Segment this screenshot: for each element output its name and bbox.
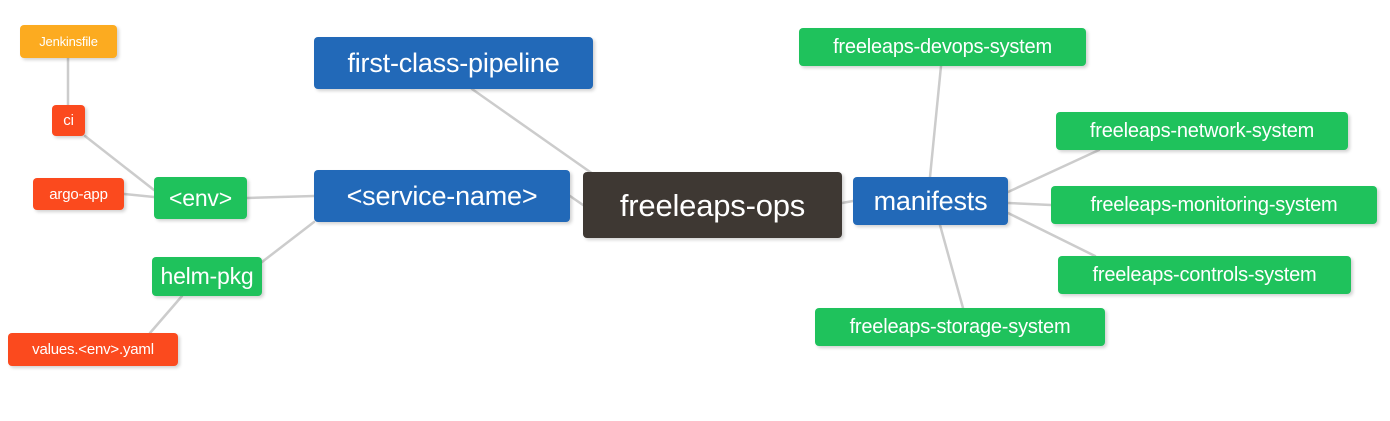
node-label-first-class: first-class-pipeline [347,47,560,78]
node-label-jenkinsfile: Jenkinsfile [39,34,98,49]
node-ci[interactable]: ci [52,105,85,136]
node-label-manifests: manifests [873,185,988,216]
node-label-service-name: <service-name> [346,180,538,211]
edge-helm-pkg-to-values-yaml [148,294,184,335]
node-argo-app[interactable]: argo-app [33,178,124,210]
node-storage-system[interactable]: freeleaps-storage-system [815,308,1105,346]
node-manifests[interactable]: manifests [853,177,1008,225]
node-label-argo-app: argo-app [49,185,108,203]
edge-env-to-argo-app [122,192,156,199]
node-label-root: freeleaps-ops [619,187,806,223]
node-first-class[interactable]: first-class-pipeline [314,37,593,89]
node-root[interactable]: freeleaps-ops [583,172,842,238]
node-service-name[interactable]: <service-name> [314,170,570,222]
node-label-monitoring-system: freeleaps-monitoring-system [1090,194,1338,216]
node-controls-system[interactable]: freeleaps-controls-system [1058,256,1351,294]
node-env[interactable]: <env> [154,177,247,219]
node-devops-system[interactable]: freeleaps-devops-system [799,28,1086,66]
node-jenkinsfile[interactable]: Jenkinsfile [20,25,117,58]
node-values-yaml[interactable]: values.<env>.yaml [8,333,178,366]
edge-manifests-to-monitoring-system [1006,201,1053,207]
edge-service-name-to-env [245,194,316,200]
node-helm-pkg[interactable]: helm-pkg [152,257,262,296]
edge-service-name-to-helm-pkg [260,220,316,264]
node-network-system[interactable]: freeleaps-network-system [1056,112,1348,150]
edge-root-to-first-class [470,87,595,176]
node-label-env: <env> [169,184,232,211]
edge-manifests-to-devops-system [928,64,943,179]
edge-root-to-service-name [568,194,585,207]
node-label-values-yaml: values.<env>.yaml [32,341,154,358]
node-monitoring-system[interactable]: freeleaps-monitoring-system [1051,186,1377,224]
node-label-ci: ci [63,112,74,129]
node-label-helm-pkg: helm-pkg [160,263,254,289]
edge-manifests-to-storage-system [938,223,965,310]
edge-root-to-manifests [840,199,855,205]
node-label-storage-system: freeleaps-storage-system [849,316,1071,338]
node-label-devops-system: freeleaps-devops-system [833,36,1052,58]
node-label-network-system: freeleaps-network-system [1089,120,1315,142]
node-label-controls-system: freeleaps-controls-system [1092,264,1317,286]
